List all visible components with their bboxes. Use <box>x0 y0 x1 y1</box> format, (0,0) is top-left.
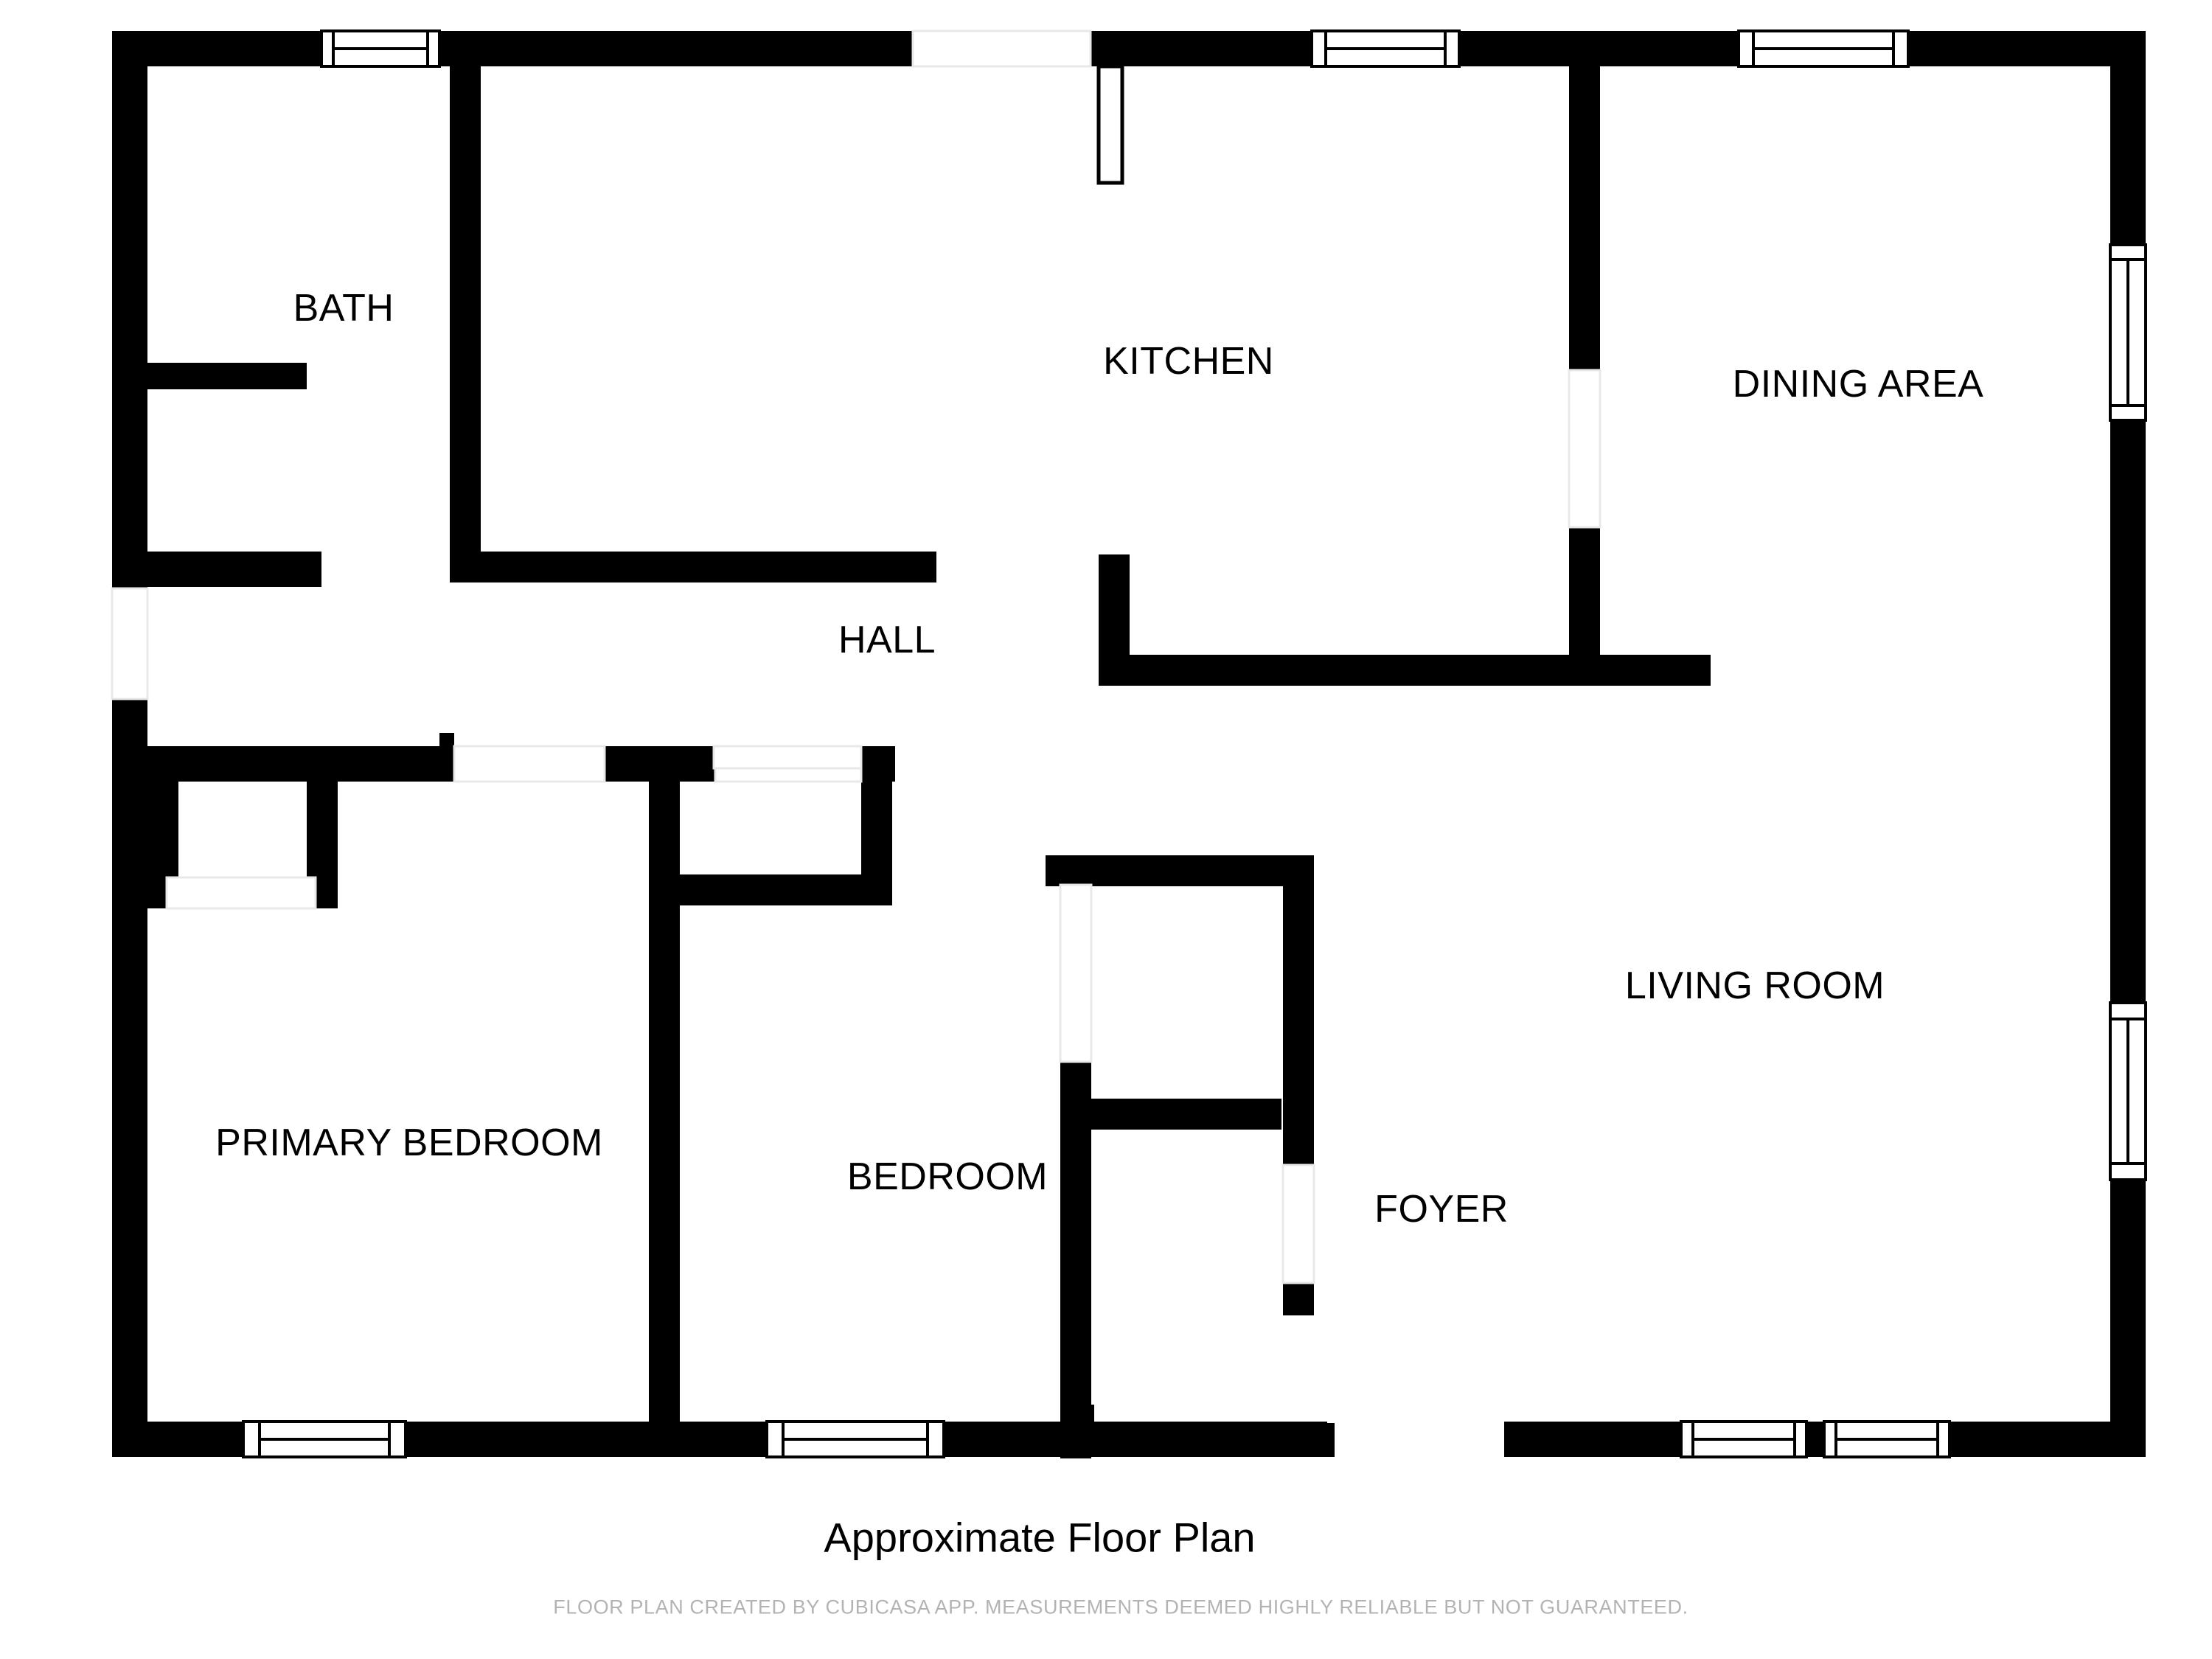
room-label-primary-bedroom: PRIMARY BEDROOM <box>215 1121 603 1164</box>
wall-bottom-4 <box>1504 1422 1681 1457</box>
primary-bedroom-door <box>453 745 606 783</box>
wall-top-3 <box>1091 31 1312 66</box>
wall-bottom-5 <box>1806 1422 1824 1457</box>
wall-bottom-1 <box>112 1422 243 1457</box>
walls-group <box>112 31 2146 1458</box>
doors-group <box>111 29 1601 1284</box>
wall-primary-closet-right <box>307 765 338 898</box>
wall-bedroom-closet-bottom <box>649 874 892 905</box>
wall-top-2 <box>439 31 913 66</box>
plan-disclaimer: FLOOR PLAN CREATED BY CUBICASA APP. MEAS… <box>553 1596 1688 1618</box>
wall-foyer-closet-divider-h <box>1060 1099 1281 1130</box>
wall-foyer-closet-right <box>1283 855 1314 1165</box>
wall-foyer-stub <box>1283 1283 1314 1315</box>
dining-top-window <box>1737 29 1910 68</box>
wall-right-1 <box>2110 31 2146 245</box>
wall-kitchen-dining-upper <box>1569 53 1600 370</box>
wall-bath-divider <box>130 363 307 389</box>
wall-kitchen-peninsula-horz <box>1099 655 1711 686</box>
wall-left-3 <box>112 758 147 1457</box>
wall-tick-3 <box>1084 1405 1094 1434</box>
living-right-window <box>2109 1001 2147 1181</box>
room-label-dining-area: DINING AREA <box>1732 363 1984 406</box>
kitchen-entry-door <box>1096 64 1124 185</box>
bedroom-closet-door <box>712 745 863 770</box>
primary-bedroom-bottom-window <box>242 1420 407 1458</box>
room-label-bath: BATH <box>293 287 394 330</box>
wall-foyer-top <box>1046 855 1296 886</box>
wall-foyer-bottom <box>1246 1423 1335 1457</box>
hall-exterior-door <box>111 587 149 700</box>
wall-hall-bedrooms-1 <box>130 746 454 782</box>
windows-group <box>242 29 2147 1458</box>
kitchen-top-opening <box>911 29 1092 68</box>
room-label-living-room: LIVING ROOM <box>1624 964 1885 1007</box>
wall-bath-bottom-left <box>130 552 321 587</box>
wall-tick-2 <box>439 733 454 748</box>
room-label-kitchen: KITCHEN <box>1103 340 1274 383</box>
foyer-closet-door <box>1059 883 1093 1063</box>
wall-bottom-2 <box>406 1422 767 1457</box>
room-label-foyer: FOYER <box>1374 1188 1509 1231</box>
wall-tick-1 <box>130 746 147 764</box>
bedroom-bottom-window <box>765 1420 945 1458</box>
room-label-bedroom: BEDROOM <box>846 1155 1048 1198</box>
wall-right-3 <box>2110 1180 2146 1457</box>
bath-top-window <box>320 29 441 68</box>
wall-bath-right <box>450 31 481 562</box>
kitchen-top-window <box>1310 29 1461 68</box>
foyer-entry-door <box>1281 1164 1315 1284</box>
wall-top-5 <box>1908 31 2146 66</box>
wall-primary-bedroom-right <box>649 765 680 1429</box>
wall-right-2 <box>2110 420 2146 1003</box>
primary-closet-door <box>165 876 317 910</box>
kitchen-dining-opening <box>1568 369 1601 529</box>
wall-left-1 <box>112 31 147 588</box>
room-label-hall: HALL <box>838 619 936 661</box>
wall-primary-closet-left <box>147 746 178 894</box>
plan-title: Approximate Floor Plan <box>824 1514 1256 1561</box>
wall-bath-hall <box>450 552 936 582</box>
wall-bottom-6 <box>1947 1422 2146 1457</box>
living-bottom-window-right <box>1823 1420 1951 1458</box>
living-bottom-window-left <box>1680 1420 1808 1458</box>
dining-right-window <box>2109 243 2147 422</box>
